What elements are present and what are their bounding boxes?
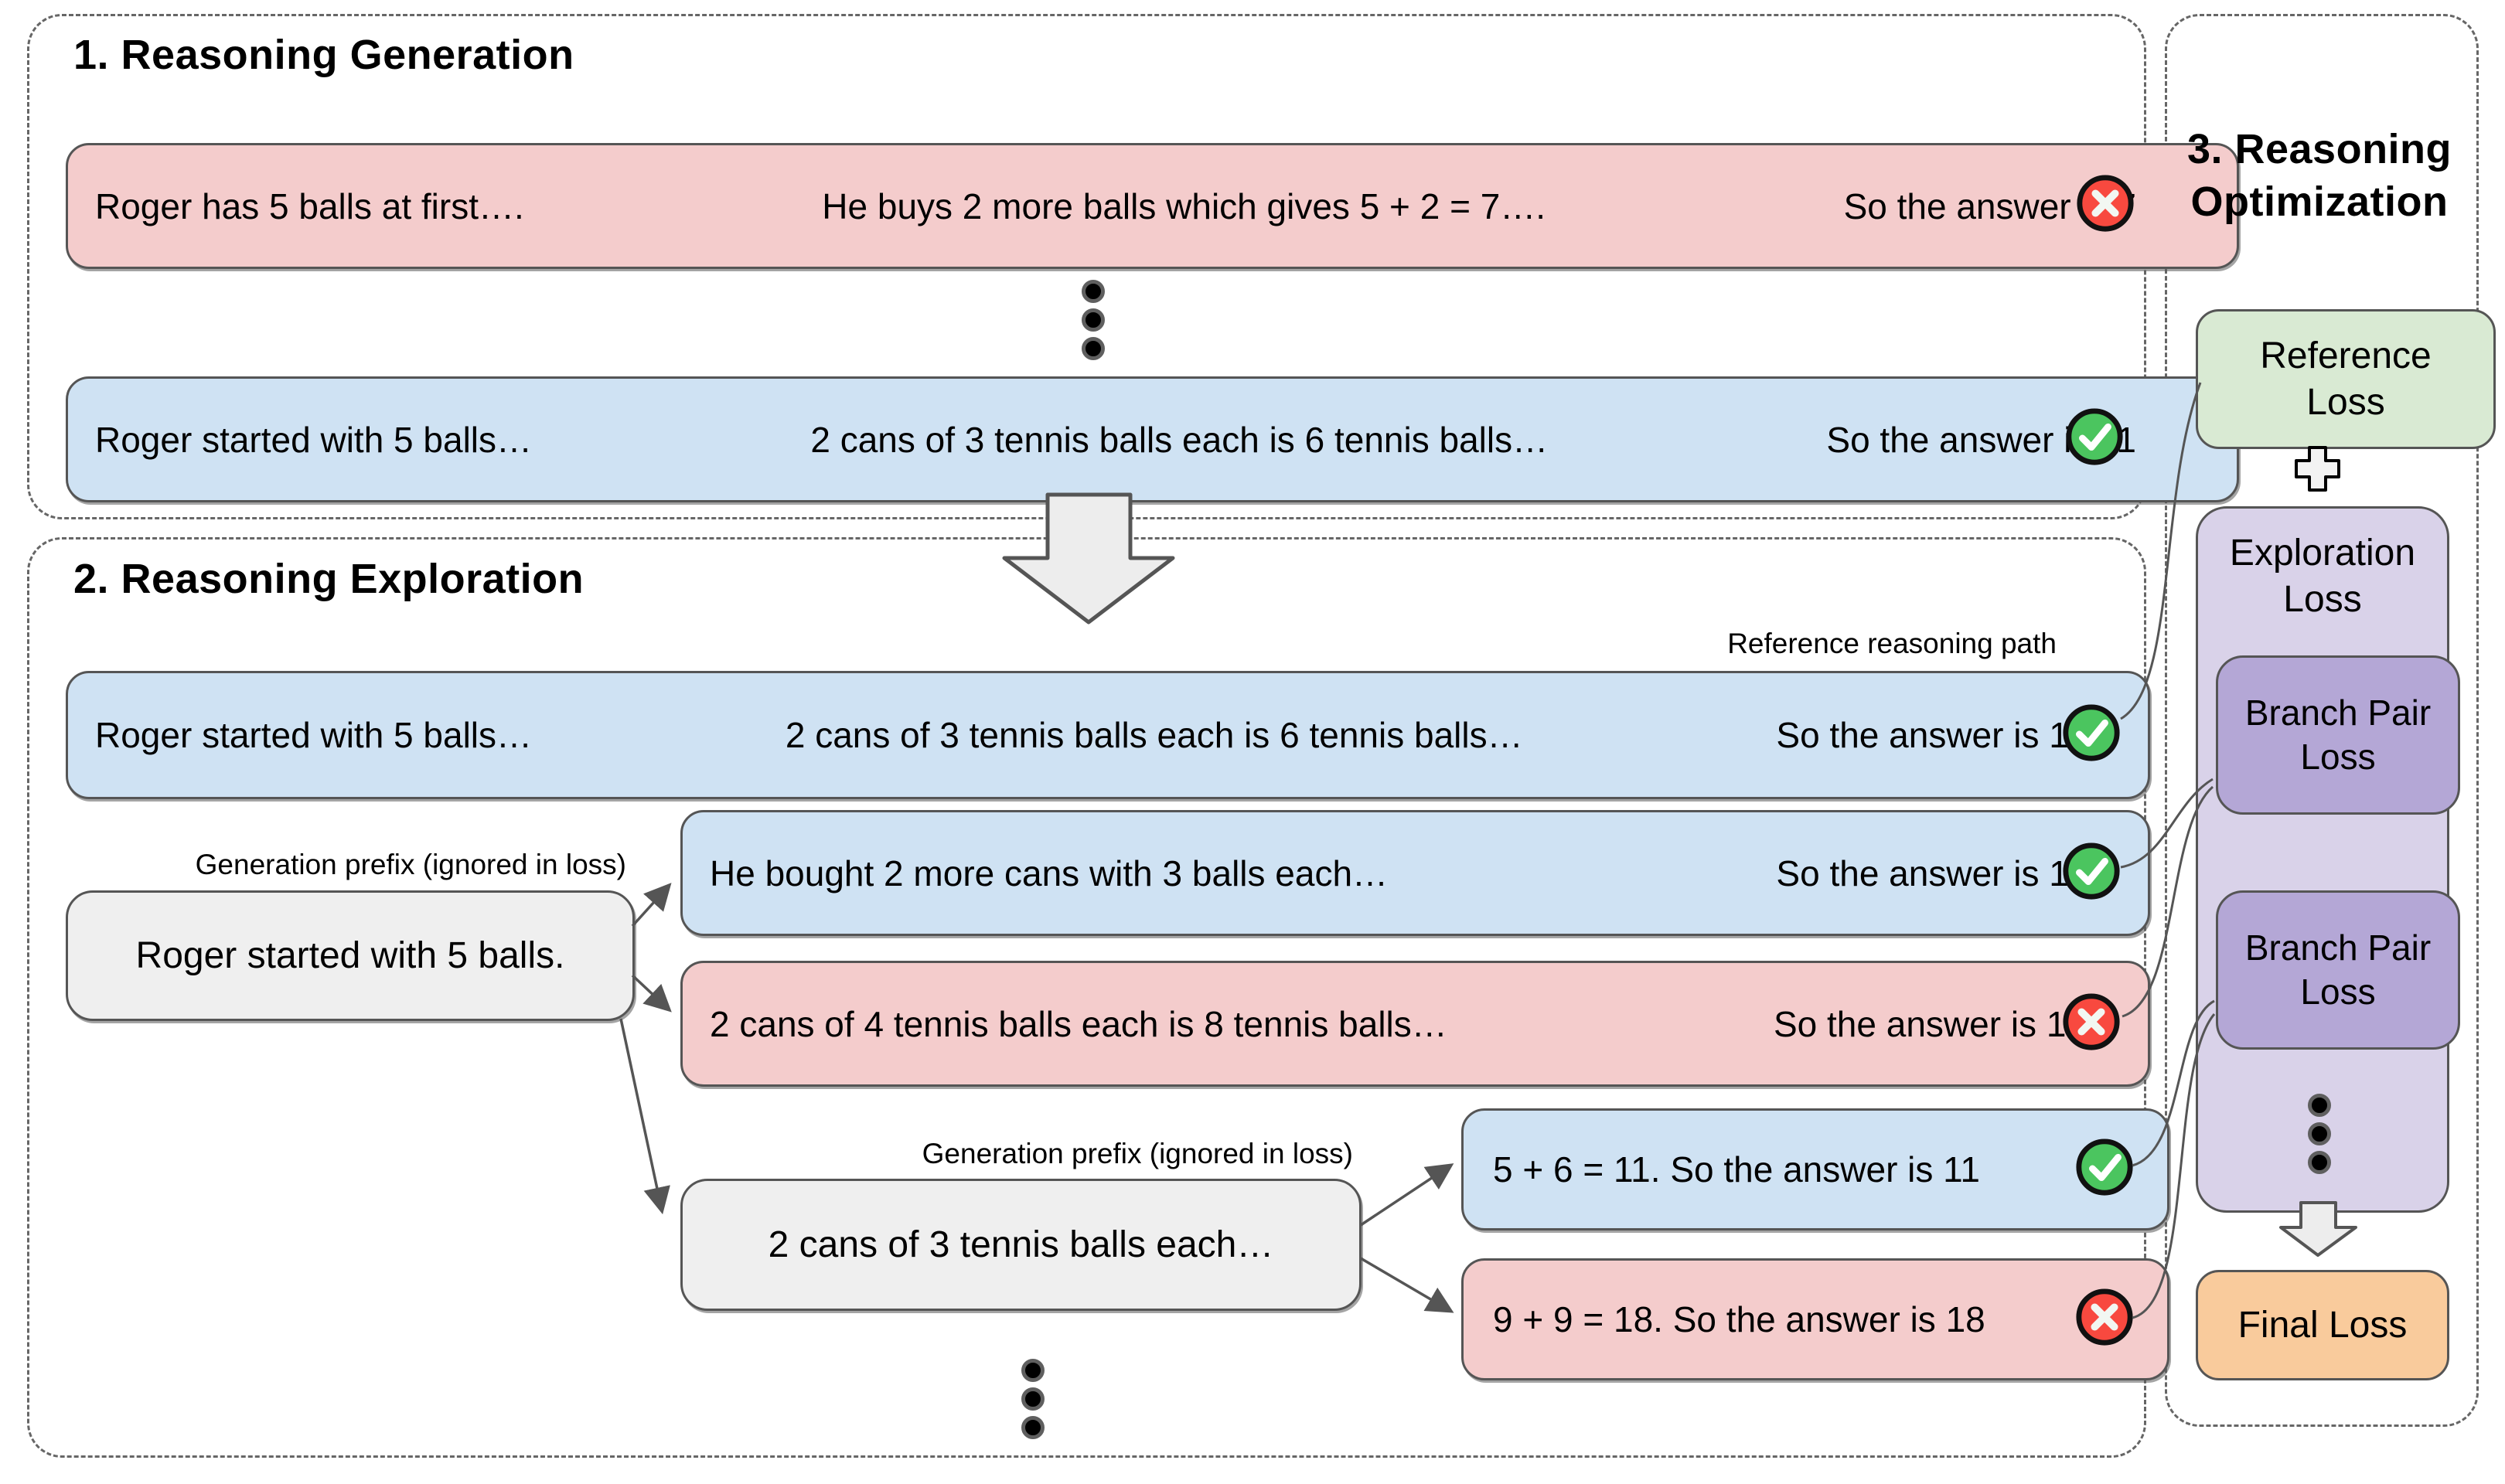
leaf-incorrect-box: 9 + 9 = 18. So the answer is 18 [1461, 1258, 2169, 1380]
correct-icon [2061, 703, 2122, 763]
exploration-loss-label: Exploration Loss [2229, 533, 2416, 620]
incorrect-icon [2074, 1287, 2135, 1347]
branch-incorrect-box: 2 cans of 4 tennis balls each is 8 tenni… [680, 961, 2150, 1087]
ellipsis-exploration [1021, 1359, 1045, 1439]
correct-icon [2074, 1137, 2135, 1197]
generation-prefix-label-2: Generation prefix (ignored in loss) [922, 1138, 1353, 1169]
branch-pair-loss-box-2: Branch Pair Loss [2216, 890, 2460, 1050]
path-segment-left: 2 cans of 4 tennis balls each is 8 tenni… [710, 1003, 1447, 1044]
branch-correct-box: He bought 2 more cans with 3 balls each…… [680, 810, 2150, 936]
dot [2308, 1094, 2331, 1117]
dot [1082, 280, 1105, 303]
section-3-title: 3. Reasoning Optimization [2186, 126, 2452, 225]
incorrect-icon [2061, 992, 2122, 1052]
dot [1021, 1359, 1045, 1382]
leaf-correct-box: 5 + 6 = 11. So the answer is 11 [1461, 1108, 2169, 1230]
correct-icon [2061, 841, 2122, 901]
ellipsis-generation [1082, 280, 1105, 360]
path-segment-mid: 2 cans of 3 tennis balls each is 6 tenni… [785, 715, 1523, 755]
path-segment-right: So the answer is 11 [1776, 715, 2086, 755]
section-1-title: 1. Reasoning Generation [73, 32, 574, 78]
incorrect-icon [2075, 173, 2135, 233]
dot [1021, 1387, 1045, 1411]
path-segment-left: Roger started with 5 balls… [95, 419, 533, 460]
generation-prefix-label-1: Generation prefix (ignored in loss) [195, 849, 626, 880]
reference-loss-box: Reference Loss [2196, 309, 2496, 449]
path-segment-right: So the answer is 11 [1776, 853, 2086, 893]
reference-reasoning-path-label: Reference reasoning path [1727, 628, 2057, 659]
generation-prefix-box-2: 2 cans of 3 tennis balls each… [680, 1179, 1362, 1311]
dot [1082, 308, 1105, 332]
path-segment-left: Roger started with 5 balls… [95, 715, 533, 755]
generation-incorrect-path-box: Roger has 5 balls at first…. He buys 2 m… [66, 143, 2239, 269]
path-segment-left: He bought 2 more cans with 3 balls each… [710, 853, 1389, 893]
dot [2308, 1151, 2331, 1174]
path-text: 9 + 9 = 18. So the answer is 18 [1493, 1299, 1985, 1339]
path-text: 5 + 6 = 11. So the answer is 11 [1493, 1149, 1980, 1190]
final-loss-box: Final Loss [2196, 1270, 2449, 1380]
prefix-text: 2 cans of 3 tennis balls each… [768, 1224, 1274, 1265]
path-segment-right: So the answer is 15 [1773, 1003, 2086, 1044]
dot [1082, 337, 1105, 360]
branch-pair-loss-box-1: Branch Pair Loss [2216, 655, 2460, 815]
path-segment-mid: 2 cans of 3 tennis balls each is 6 tenni… [810, 419, 1549, 460]
ellipsis-exploration-loss [2308, 1094, 2331, 1174]
dot [1021, 1416, 1045, 1439]
generation-prefix-box-1: Roger started with 5 balls. [66, 890, 635, 1021]
section-2-title: 2. Reasoning Exploration [73, 556, 584, 602]
path-segment-left: Roger has 5 balls at first…. [95, 186, 524, 226]
reference-path-box: Roger started with 5 balls… 2 cans of 3 … [66, 671, 2150, 799]
dot [2308, 1122, 2331, 1145]
reasoning-optimization-frame [2165, 14, 2479, 1427]
path-segment-mid: He buys 2 more balls which gives 5 + 2 =… [822, 186, 1546, 226]
prefix-text: Roger started with 5 balls. [135, 935, 565, 976]
generation-correct-path-box: Roger started with 5 balls… 2 cans of 3 … [66, 376, 2239, 502]
correct-icon [2064, 407, 2125, 467]
